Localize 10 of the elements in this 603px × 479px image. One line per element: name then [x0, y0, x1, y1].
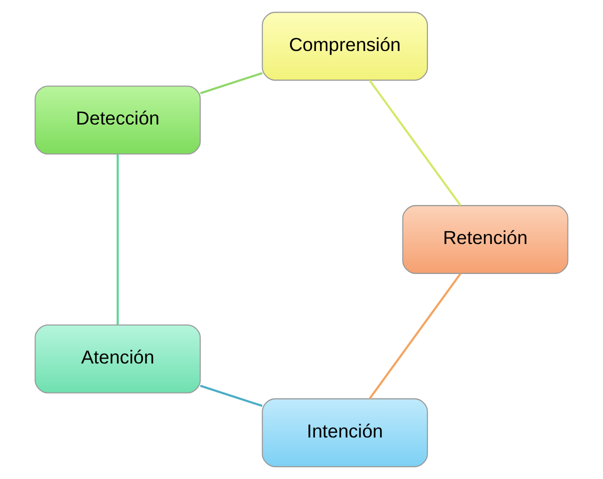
node-box: Detección [34, 86, 201, 155]
node-box: Atención [34, 324, 201, 394]
node-box: Comprensión [262, 12, 428, 81]
connector [200, 384, 263, 407]
connector [200, 72, 263, 94]
node-box: Intención [262, 398, 428, 468]
connector [116, 154, 119, 325]
connector [368, 80, 462, 206]
node-box: Retención [402, 205, 568, 274]
connector [368, 272, 462, 400]
